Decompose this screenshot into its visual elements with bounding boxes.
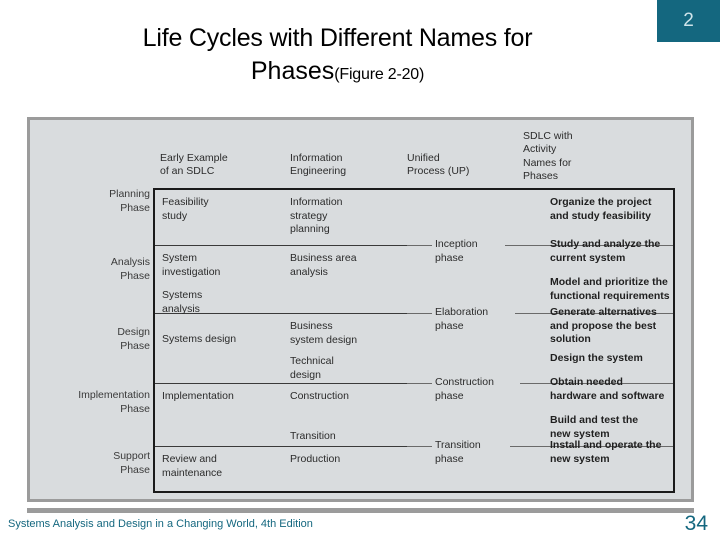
cell-unified-process-2: Construction phase <box>435 376 494 402</box>
rule-implementation-support <box>155 446 407 447</box>
life-cycle-matrix: Feasibility study System investigation S… <box>153 188 675 493</box>
title-line-1: Life Cycles with Different Names for <box>142 24 533 52</box>
cell-info-eng-6: Production <box>290 453 341 465</box>
cell-info-eng-0: Information strategy planning <box>290 196 343 236</box>
cell-unified-process-1: Elaboration phase <box>435 306 489 332</box>
cell-unified-process-3: Transition phase <box>435 439 481 465</box>
cell-early-sdlc-5: Review and maintenance <box>162 453 223 479</box>
cell-info-eng-3: Technical design <box>290 355 334 381</box>
rule-activity-2 <box>545 313 673 314</box>
rule-construction-left <box>407 383 432 384</box>
cell-early-sdlc-0: Feasibility study <box>162 196 209 222</box>
rule-transition-right <box>510 446 545 447</box>
cell-early-sdlc-1: System investigation <box>162 252 221 278</box>
rule-analysis-design <box>155 313 407 314</box>
cell-info-eng-1: Business area analysis <box>290 252 357 278</box>
title-line-2: Phases(Figure 2-20) <box>30 55 645 88</box>
rule-activity-4 <box>545 446 673 447</box>
title-phases-word: Phases <box>250 56 335 85</box>
column-header-unified-process: Unified Process (UP) <box>407 152 470 178</box>
rule-planning-analysis-col0 <box>155 245 285 246</box>
rule-inception-right <box>505 245 545 246</box>
cell-early-sdlc-2: Systems analysis <box>162 289 203 315</box>
rule-activity-1 <box>545 245 673 246</box>
rule-inception-left <box>407 245 432 246</box>
cell-activity-6: Build and test the new system <box>550 414 639 440</box>
rule-activity-3 <box>545 383 673 384</box>
cell-info-eng-4: Construction <box>290 390 349 402</box>
cell-early-sdlc-4: Implementation <box>162 390 234 402</box>
column-header-sdlc-activity-names: SDLC with Activity Names for Phases <box>523 130 573 183</box>
cell-info-eng-5: Transition <box>290 430 336 442</box>
footer-divider-bar <box>27 508 694 513</box>
phase-label-design: Design Phase <box>117 326 150 352</box>
cell-activity-0: Organize the project and study feasibili… <box>550 196 652 222</box>
rule-elaboration-right <box>515 313 545 314</box>
rule-design-implementation <box>155 383 407 384</box>
column-header-early-sdlc: Early Example of an SDLC <box>160 152 228 178</box>
rule-elaboration-left <box>407 313 432 314</box>
phase-label-implementation: Implementation Phase <box>78 389 150 415</box>
cell-early-sdlc-3: Systems design <box>162 333 237 345</box>
phase-label-planning: Planning Phase <box>109 188 150 214</box>
phase-label-analysis: Analysis Phase <box>110 256 150 282</box>
figure-panel: Early Example of an SDLC Information Eng… <box>27 117 694 502</box>
slide-number-badge: 2 <box>657 0 720 42</box>
rule-construction-right <box>520 383 545 384</box>
cell-activity-5: Obtain needed hardware and software <box>550 376 665 402</box>
footer-page-number: 34 <box>684 512 708 535</box>
phase-label-support: Support Phase <box>113 450 150 476</box>
cell-unified-process-0: Inception phase <box>435 238 478 264</box>
cell-activity-3: Generate alternatives and propose the be… <box>550 306 657 346</box>
footer-source-text: Systems Analysis and Design in a Changin… <box>8 518 313 530</box>
rule-transition-left <box>407 446 432 447</box>
column-header-information-engineering: Information Engineering <box>290 152 347 178</box>
cell-activity-2: Model and prioritize the functional requ… <box>550 276 670 302</box>
page-title: Life Cycles with Different Names for Pha… <box>30 22 645 87</box>
title-figure-reference: (Figure 2-20) <box>334 65 425 83</box>
cell-activity-1: Study and analyze the current system <box>550 238 661 264</box>
cell-info-eng-2: Business system design <box>290 320 358 346</box>
cell-activity-4: Design the system <box>550 352 643 364</box>
rule-planning-analysis-col1 <box>285 245 407 246</box>
cell-activity-7: Install and operate the new system <box>550 439 662 465</box>
